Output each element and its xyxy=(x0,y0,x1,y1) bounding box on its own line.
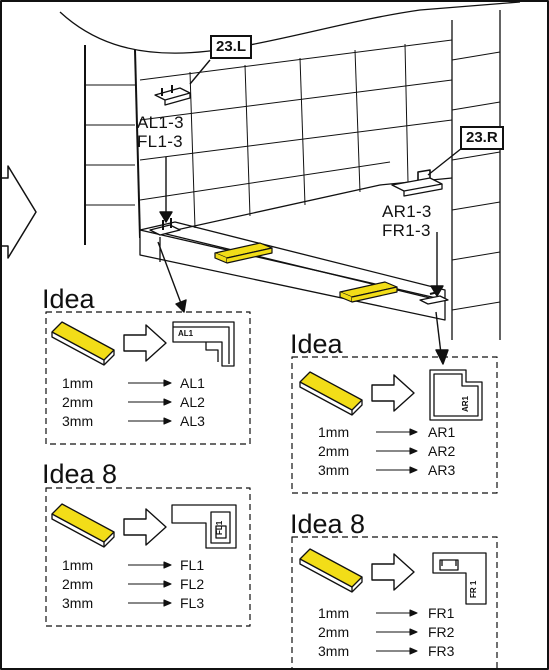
row-thickness: 1mm xyxy=(318,424,350,440)
row-part: AR2 xyxy=(428,443,456,459)
bracket-left-bottom xyxy=(149,218,181,236)
panel-title: Idea xyxy=(290,329,343,359)
chip-fr1: FR 1 xyxy=(469,580,478,598)
row-part: AR3 xyxy=(428,462,456,478)
step-arrow xyxy=(0,165,37,259)
panel-title: Idea 8 xyxy=(42,459,118,489)
label-fr1-3: FR1-3 xyxy=(382,221,431,240)
callout-23r: 23.R xyxy=(460,126,504,150)
panel-title: Idea xyxy=(42,284,95,314)
bracket-left-top xyxy=(154,85,191,106)
row-part: FL1 xyxy=(180,557,205,573)
leader-lines xyxy=(157,59,463,365)
chip-al1: AL1 xyxy=(178,329,194,338)
row-part: AL1 xyxy=(180,375,205,391)
row-thickness: 1mm xyxy=(62,375,94,391)
row-part: AR1 xyxy=(428,424,456,440)
row-thickness: 3mm xyxy=(62,413,94,429)
label-fl1-3: FL1-3 xyxy=(137,132,183,151)
panel-title: Idea 8 xyxy=(290,509,366,539)
chip-fl1: FL1 xyxy=(215,520,224,535)
panel-bracket-icons xyxy=(171,321,487,605)
row-part: FR1 xyxy=(428,605,455,621)
row-part: FR3 xyxy=(428,643,455,659)
row-part: AL3 xyxy=(180,413,205,429)
row-thickness: 3mm xyxy=(318,643,350,659)
row-thickness: 2mm xyxy=(62,394,94,410)
row-thickness: 3mm xyxy=(62,595,94,611)
beam-shims xyxy=(214,242,398,303)
row-thickness: 2mm xyxy=(318,624,350,640)
row-part: AL2 xyxy=(180,394,205,410)
row-part: FR2 xyxy=(428,624,455,640)
label-ar1-3: AR1-3 xyxy=(382,202,432,221)
tiled-wall xyxy=(59,1,521,340)
row-thickness: 3mm xyxy=(318,462,350,478)
row-part: FL2 xyxy=(180,576,205,592)
mapping-arrows xyxy=(128,379,418,655)
row-thickness: 1mm xyxy=(318,605,350,621)
panel-arrows xyxy=(123,324,415,591)
callout-23l: 23.L xyxy=(210,35,253,59)
panel-shim-icons xyxy=(51,321,363,593)
chip-ar1: AR1 xyxy=(461,395,470,412)
row-thickness: 2mm xyxy=(318,443,350,459)
row-thickness: 1mm xyxy=(62,557,94,573)
panel-boxes xyxy=(45,311,498,670)
row-part: FL3 xyxy=(180,595,205,611)
label-al1-3: AL1-3 xyxy=(137,113,184,132)
row-thickness: 2mm xyxy=(62,576,94,592)
bracket-right-top xyxy=(391,169,443,197)
